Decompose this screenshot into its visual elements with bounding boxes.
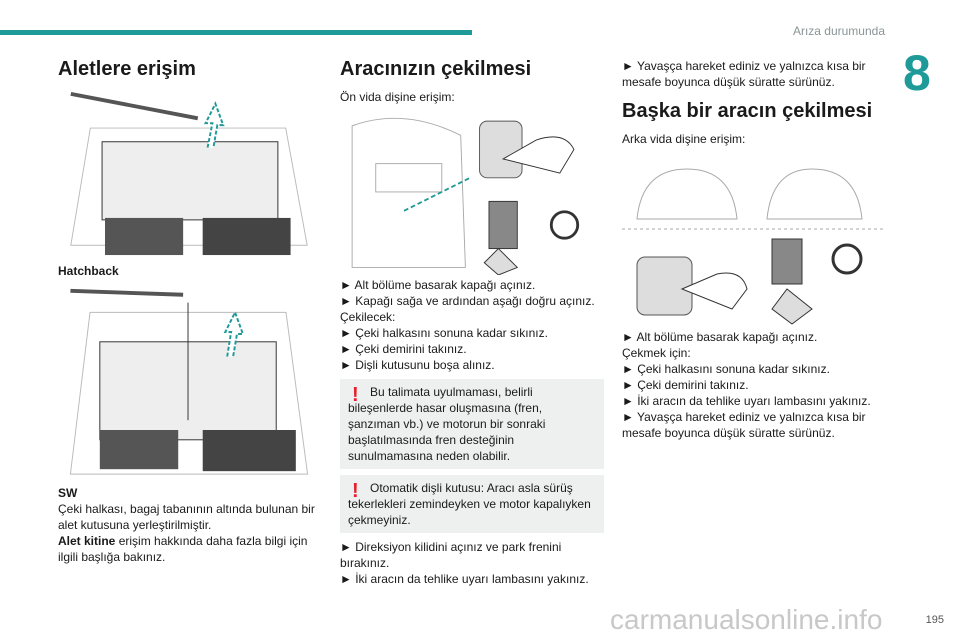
warning-text: Otomatik dişli kutusu: Aracı asla sürüş … [348, 481, 591, 527]
header-bar [0, 30, 472, 35]
heading-towing-another-vehicle: Başka bir aracın çekilmesi [622, 100, 873, 122]
hatchback-trunk-illustration [70, 91, 308, 256]
step: ► Yavaşça hareket ediniz ve yalnızca kıs… [622, 59, 866, 89]
rear-tow-eye-illustration [622, 168, 884, 325]
label-to-tow: Çekmek için: [622, 346, 691, 360]
caption-hatchback: Hatchback [58, 264, 119, 278]
warning-icon: ! [352, 384, 359, 406]
step: ► Dişli kutusunu boşa alınız. [340, 358, 495, 372]
watermark: carmanualsonline.info [610, 604, 883, 635]
chapter-number: 8 [903, 45, 931, 101]
step: ► Direksiyon kilidini açınız ve park fre… [340, 540, 562, 570]
warning-box: !Otomatik dişli kutusu: Aracı asla sürüş… [340, 475, 604, 533]
step: ► Çeki halkasını sonuna kadar sıkınız. [622, 362, 830, 376]
step: ► Kapağı sağa ve ardından aşağı doğru aç… [340, 294, 595, 308]
front-tow-eye-illustration [351, 117, 580, 275]
warning-box: !Bu talimata uyulmaması, belirli bileşen… [340, 379, 604, 469]
left-column: Aletlere erişim Hatchback SW Çeki halkas… [58, 58, 320, 565]
right-column: ► Yavaşça hareket ediniz ve yalnızca kıs… [622, 58, 884, 441]
heading-towing-your-vehicle: Aracınızın çekilmesi [340, 58, 532, 80]
step: ► Çeki demirini takınız. [622, 378, 749, 392]
warning-icon: ! [352, 480, 359, 502]
section-title: Arıza durumunda [792, 24, 885, 38]
left-body-text: Çeki halkası, bagaj tabanının altında bu… [58, 502, 315, 564]
step: ► Yavaşça hareket ediniz ve yalnızca kıs… [622, 410, 866, 440]
sw-trunk-illustration [69, 288, 309, 475]
step: ► Çeki demirini takınız. [340, 342, 467, 356]
front-access-text: Ön vida dişine erişim: [340, 90, 455, 104]
page-number: 195 [925, 614, 944, 626]
step: ► Çeki halkasını sonuna kadar sıkınız. [340, 326, 548, 340]
step: ► İki aracın da tehlike uyarı lambasını … [622, 394, 871, 408]
caption-sw: SW [58, 486, 78, 500]
step: ► Alt bölüme basarak kapağı açınız. [622, 330, 818, 344]
warning-text: Bu talimata uyulmaması, belirli bileşenl… [348, 385, 546, 463]
rear-access-text: Arka vida dişine erişim: [622, 132, 746, 146]
step: ► İki aracın da tehlike uyarı lambasını … [340, 572, 589, 586]
middle-column: Aracınızın çekilmesi Ön vida dişine eriş… [340, 58, 604, 587]
label-to-be-towed: Çekilecek: [340, 310, 396, 324]
step: ► Alt bölüme basarak kapağı açınız. [340, 278, 536, 292]
heading-tool-access: Aletlere erişim [58, 58, 196, 80]
